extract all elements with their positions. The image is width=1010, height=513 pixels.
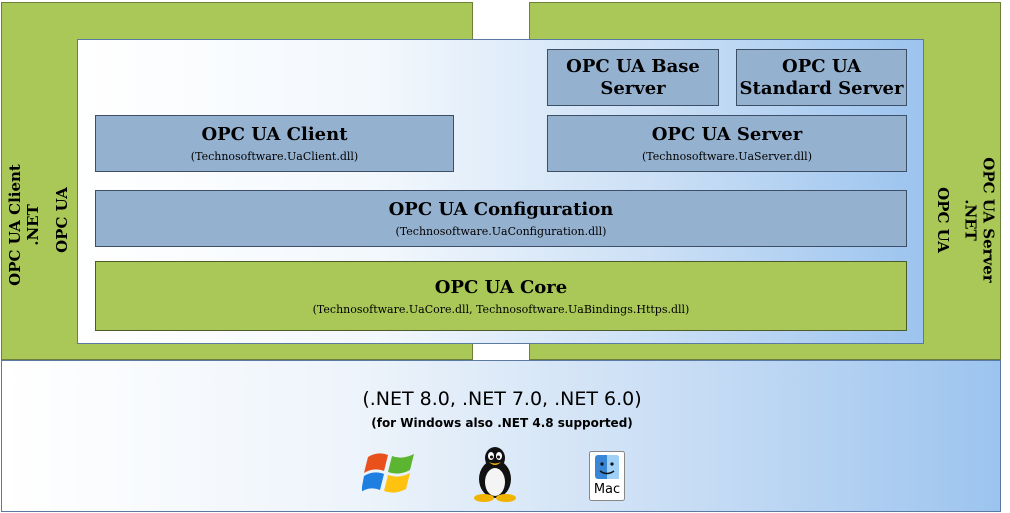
server-vertical-title: OPC UA Server .NET (958, 150, 1002, 290)
windows-logo-icon (362, 453, 414, 493)
platform-strip: (.NET 8.0, .NET 7.0, .NET 6.0) (for Wind… (1, 360, 1001, 512)
server-vertical-outer-label: OPC UA Server (980, 157, 998, 283)
server-vertical-inner: OPC UA (930, 170, 956, 270)
configuration-module-title: OPC UA Configuration (388, 199, 614, 220)
core-module-title: OPC UA Core (434, 276, 568, 298)
client-module-dll: (Technosoftware.UaClient.dll) (190, 150, 359, 163)
client-module: OPC UA Client (Technosoftware.UaClient.d… (95, 115, 454, 172)
client-vertical-inner: OPC UA (50, 170, 74, 270)
server-module: OPC UA Server (Technosoftware.UaServer.d… (547, 115, 907, 172)
standard-server-title-line2: Standard Server (739, 77, 904, 99)
configuration-module: OPC UA Configuration (Technosoftware.UaC… (95, 190, 907, 247)
server-module-title: OPC UA Server (651, 124, 803, 145)
server-vertical-net-label: .NET (962, 199, 980, 241)
frameworks-label: (.NET 8.0, .NET 7.0, .NET 6.0) (362, 388, 642, 410)
client-module-title: OPC UA Client (201, 124, 348, 145)
base-server-title-line1: OPC UA Base (566, 55, 700, 77)
base-server-module: OPC UA Base Server (547, 49, 719, 106)
configuration-module-dll: (Technosoftware.UaConfiguration.dll) (395, 225, 607, 238)
client-vertical-inner-label: OPC UA (53, 187, 72, 253)
client-vertical-title: OPC UA Client .NET (2, 160, 46, 290)
core-module: OPC UA Core (Technosoftware.UaCore.dll, … (95, 261, 907, 331)
client-vertical-net-label: .NET (24, 204, 43, 246)
windows-note-label: (for Windows also .NET 4.8 supported) (371, 416, 633, 430)
mac-finder-graphic (589, 451, 625, 501)
client-vertical-outer-label: OPC UA Client (6, 164, 25, 286)
core-module-dll: (Technosoftware.UaCore.dll, Technosoftwa… (312, 302, 690, 316)
mac-label: Mac (593, 482, 621, 497)
linux-tux-icon (474, 447, 516, 502)
server-vertical-inner-label: OPC UA (934, 187, 953, 253)
standard-server-title-line1: OPC UA (782, 55, 861, 77)
standard-server-module: OPC UA Standard Server (736, 49, 907, 106)
server-module-dll: (Technosoftware.UaServer.dll) (641, 150, 812, 163)
base-server-title-line2: Server (600, 77, 666, 99)
mac-finder-icon: Mac (589, 451, 625, 501)
